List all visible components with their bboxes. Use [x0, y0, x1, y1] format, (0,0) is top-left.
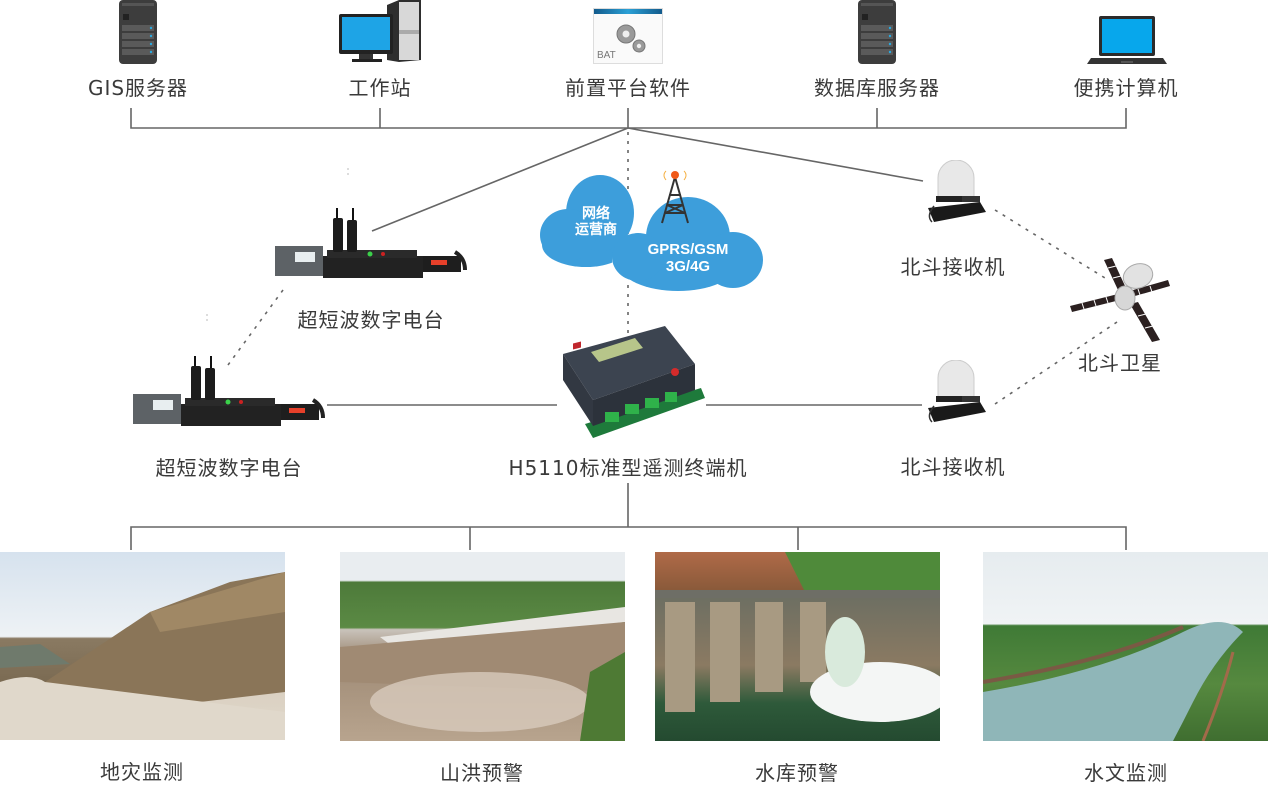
server-icon — [119, 0, 157, 64]
beidou-receiver-1 — [920, 159, 990, 230]
database-server-label: 数据库服务器 — [814, 76, 940, 100]
server-icon — [858, 0, 896, 64]
app-label-flash-flood: 山洪预警 — [440, 761, 524, 785]
radio-station-1-label: 超短波数字电台 — [297, 308, 445, 332]
platform-software-node: BAT — [593, 8, 663, 64]
digital-radio-station-icon — [133, 356, 325, 426]
radio-link-dashed — [227, 289, 284, 366]
platform-software-label: 前置平台软件 — [565, 76, 691, 100]
river-hydrology-photo — [983, 552, 1268, 741]
workstation-label: 工作站 — [348, 76, 412, 100]
platform-to-beidou-line — [627, 127, 924, 182]
satellite-icon — [1070, 258, 1170, 342]
network-cloud: 网络 运营商 GPRS/GSM 3G/4G — [538, 165, 768, 295]
beidou-receiver-2-label: 北斗接收机 — [900, 455, 1006, 479]
flash-flood-river-photo — [340, 552, 625, 741]
telemetry-terminal-icon — [563, 326, 705, 438]
beidou1-to-satellite-dashed — [994, 209, 1106, 279]
telemetry-terminal-label: H5110标准型遥测终端机 — [508, 456, 748, 480]
cloud-icon — [540, 170, 763, 292]
database-server-node — [857, 0, 897, 66]
beidou-satellite-label: 北斗卫星 — [1078, 351, 1162, 375]
app-label-reservoir: 水库预警 — [755, 761, 839, 785]
laptop-icon — [1087, 16, 1167, 64]
radio-station-2-label: 超短波数字电台 — [155, 456, 303, 480]
gis-server-label: GIS服务器 — [87, 76, 189, 100]
workstation-node — [337, 0, 421, 64]
desktop-computer-icon — [339, 0, 421, 62]
bottom-bus-line — [130, 526, 1127, 550]
digital-radio-station-icon — [275, 208, 467, 278]
landslide-slope-photo — [0, 552, 285, 740]
beidou-receiver-1-label: 北斗接收机 — [900, 255, 1006, 279]
software-gears-icon: BAT — [593, 8, 663, 64]
laptop-label: 便携计算机 — [1073, 76, 1179, 100]
platform-to-radio-line — [371, 127, 629, 232]
beidou-satellite-node — [1068, 258, 1173, 348]
operator-cloud-label: 网络 运营商 — [575, 205, 617, 238]
app-label-landslide: 地灾监测 — [100, 760, 184, 784]
telemetry-terminal-node — [555, 326, 705, 441]
beidou-receiver-2 — [920, 359, 990, 430]
gis-server-node — [118, 0, 158, 66]
beidou-receiver-icon — [928, 359, 986, 423]
network-cloud-label: GPRS/GSM 3G/4G — [647, 241, 729, 276]
beidou-receiver-icon — [928, 159, 986, 223]
software-icon-text: BAT — [597, 50, 616, 61]
app-label-hydrology: 水文监测 — [1084, 761, 1168, 785]
reservoir-dam-photo — [655, 552, 940, 741]
radio-station-1 — [275, 208, 470, 283]
cell-tower-icon — [661, 176, 689, 224]
radio-station-2 — [133, 356, 328, 431]
laptop-node — [1087, 16, 1167, 66]
